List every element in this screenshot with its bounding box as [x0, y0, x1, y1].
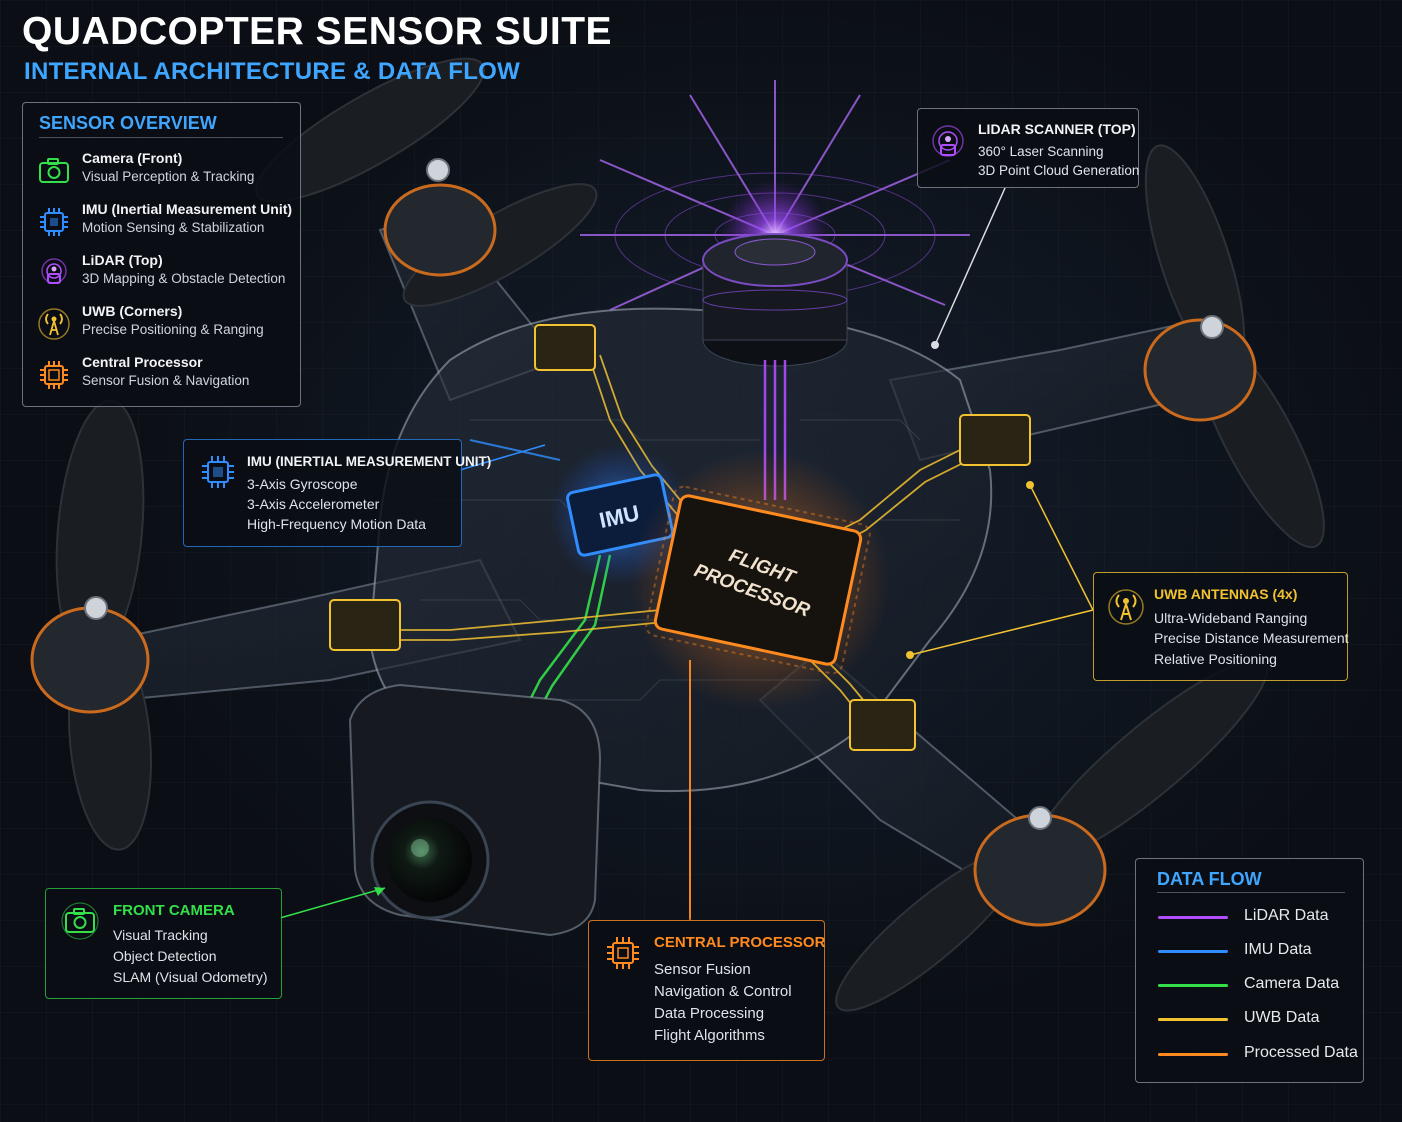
- overview-item-desc: Visual Perception & Tracking: [82, 169, 255, 184]
- data-flow-legend-heading: DATA FLOW: [1157, 869, 1262, 889]
- overview-item-name: Camera (Front): [82, 150, 183, 166]
- uwb-callout-title: UWB ANTENNAS (4x): [1154, 586, 1298, 602]
- camera-icon: [39, 158, 69, 183]
- uwb-callout-line: Precise Distance Measurement: [1154, 630, 1349, 646]
- uwb-callout: UWB ANTENNAS (4x) Ultra-Wideband Ranging…: [1093, 572, 1349, 681]
- imu-callout-line: 3-Axis Accelerometer: [247, 496, 380, 512]
- overview-item-desc: Sensor Fusion & Navigation: [82, 373, 250, 388]
- leader-lines: [279, 187, 1094, 919]
- central-processor-callout-line: Flight Algorithms: [654, 1027, 765, 1044]
- flight-processor-chip: [645, 485, 871, 675]
- overview-item-desc: Precise Positioning & Ranging: [82, 322, 264, 337]
- front-camera-callout-title: FRONT CAMERA: [113, 902, 235, 919]
- imu-traces: [469, 439, 561, 461]
- overview-item-desc: Motion Sensing & Stabilization: [82, 220, 265, 235]
- legend-swatch: [1158, 950, 1228, 953]
- overview-item-name: IMU (Inertial Measurement Unit): [82, 201, 293, 217]
- motor-caps: [84, 158, 1224, 830]
- central-processor-callout-line: Data Processing: [654, 1005, 765, 1022]
- uwb-callout-line: Relative Positioning: [1154, 651, 1277, 667]
- leader-dots: [374, 341, 1034, 896]
- legend-swatch: [1158, 1053, 1228, 1056]
- imu-callout-line: High-Frequency Motion Data: [247, 516, 426, 532]
- chip-icon: [202, 456, 234, 488]
- front-camera-callout-line: Object Detection: [113, 948, 217, 964]
- legend-swatch: [1158, 984, 1228, 987]
- camera-icon: [61, 902, 99, 940]
- processor-icon: [607, 937, 639, 969]
- sensor-overview-heading: SENSOR OVERVIEW: [39, 113, 217, 133]
- lidar-callout-title: LIDAR SCANNER (TOP): [978, 121, 1136, 137]
- legend-label: LiDAR Data: [1244, 907, 1329, 924]
- lidar-unit: [702, 233, 848, 367]
- legend-label: Camera Data: [1244, 975, 1340, 992]
- page-title: QUADCOPTER SENSOR SUITE: [22, 10, 613, 53]
- overview-divider: [39, 137, 283, 138]
- front-camera-callout: FRONT CAMERA Visual Tracking Object Dete…: [45, 888, 282, 999]
- imu-callout-title: IMU (INERTIAL MEASUREMENT UNIT): [247, 454, 492, 469]
- front-camera-callout-line: Visual Tracking: [113, 927, 208, 943]
- central-processor-callout: CENTRAL PROCESSOR Sensor Fusion Navigati…: [588, 920, 825, 1061]
- antenna-icon: [1108, 589, 1144, 625]
- antenna-icon: [38, 308, 70, 340]
- lidar-icon: [41, 258, 67, 284]
- central-processor-callout-line: Sensor Fusion: [654, 961, 751, 978]
- overview-item-desc: 3D Mapping & Obstacle Detection: [82, 271, 286, 286]
- uwb-modules: [329, 324, 1031, 751]
- uwb-callout-line: Ultra-Wideband Ranging: [1154, 610, 1308, 626]
- imu-callout: IMU (INERTIAL MEASUREMENT UNIT) 3-Axis G…: [183, 439, 491, 547]
- legend-swatch: [1158, 1018, 1228, 1021]
- chip-icon: [40, 208, 68, 236]
- central-processor-callout-line: Navigation & Control: [654, 983, 792, 1000]
- lidar-callout-line: 3D Point Cloud Generation: [978, 163, 1140, 178]
- legend-label: UWB Data: [1244, 1009, 1320, 1026]
- legend-swatch: [1158, 916, 1228, 919]
- sensor-overview-panel: SENSOR OVERVIEW Camera (Front) Visual Pe…: [22, 102, 301, 407]
- overview-item-name: LiDAR (Top): [82, 252, 163, 268]
- lidar-callout: LIDAR SCANNER (TOP) 360° Laser Scanning …: [917, 108, 1139, 188]
- central-processor-callout-title: CENTRAL PROCESSOR: [654, 934, 826, 951]
- legend-label: Processed Data: [1244, 1044, 1358, 1061]
- lidar-callout-line: 360° Laser Scanning: [978, 144, 1104, 159]
- processor-icon: [40, 361, 68, 389]
- motors: [30, 183, 1257, 927]
- legend-label: IMU Data: [1244, 941, 1312, 958]
- overview-item-name: UWB (Corners): [82, 303, 183, 319]
- overview-item-name: Central Processor: [82, 354, 203, 370]
- front-camera-callout-line: SLAM (Visual Odometry): [113, 969, 268, 985]
- imu-callout-line: 3-Axis Gyroscope: [247, 476, 358, 492]
- page-subtitle: INTERNAL ARCHITECTURE & DATA FLOW: [24, 58, 521, 85]
- data-flow-legend: DATA FLOW LiDAR Data IMU Data Camera Dat…: [1135, 858, 1364, 1083]
- lidar-icon: [932, 125, 964, 157]
- legend-divider: [1157, 892, 1345, 893]
- front-camera-housing: [348, 683, 602, 937]
